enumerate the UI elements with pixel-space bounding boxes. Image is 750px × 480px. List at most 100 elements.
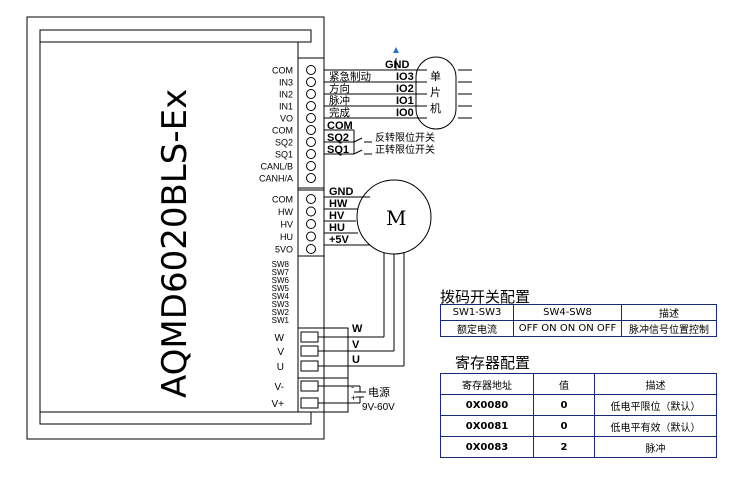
hall-hw-label: HW — [329, 198, 348, 210]
power-plus-label: + — [351, 393, 356, 403]
table-row: 寄存器地址 值 描述 — [440, 373, 717, 395]
terminal-screw — [306, 89, 316, 99]
phase-wiring — [318, 252, 405, 367]
direction-label: 方向 — [329, 82, 350, 95]
reverse-limit-label: 反转限位开关 — [375, 131, 435, 144]
hall-5v-label: +5V — [329, 234, 350, 246]
dip-switch-label: SW3 — [272, 300, 290, 309]
terminal-screw — [306, 125, 316, 135]
pulse-label: 脉冲 — [329, 94, 350, 107]
reg-cell-desc: 低电平有效（默认） — [594, 415, 717, 437]
mcu-char-2: 片 — [430, 86, 441, 99]
reg-header-address: 寄存器地址 — [440, 373, 534, 395]
dip-switch-label: SW7 — [272, 268, 290, 277]
power-terminal-label: W — [275, 333, 285, 344]
motor-label: M — [386, 206, 406, 230]
dip-header-sw1-3: SW1-SW3 — [440, 304, 514, 321]
table-row: 额定电流 OFF ON ON ON OFF 脉冲信号位置控制 — [440, 320, 717, 337]
reg-cell-value: 2 — [533, 436, 595, 458]
dip-switch-label: SW4 — [272, 292, 290, 301]
reg-cell-address: 0X0080 — [440, 394, 534, 416]
mcu-char-3: 机 — [430, 101, 441, 115]
io3-label: IO3 — [396, 71, 414, 83]
table-row: 0X0081 0 低电平有效（默认） — [440, 415, 717, 437]
hall-hv-label: HV — [329, 210, 345, 222]
terminal-screw — [306, 173, 316, 183]
mcu-wiring — [324, 56, 472, 130]
power-terminal-label: V+ — [271, 399, 284, 410]
dip-cell-current: 额定电流 — [440, 320, 514, 337]
dip-switch-label: SW8 — [272, 260, 290, 269]
dip-table-title: 拨码开关配置 — [440, 288, 531, 306]
reg-cell-desc: 脉冲 — [594, 436, 717, 458]
io2-label: IO2 — [396, 83, 414, 95]
hall-hu-label: HU — [329, 222, 345, 234]
dip-cell-desc: 脉冲信号位置控制 — [621, 320, 717, 337]
terminal-label: IN2 — [279, 90, 293, 100]
terminal-screw — [306, 206, 316, 217]
terminal-label: VO — [280, 114, 293, 124]
terminal-label: SQ2 — [275, 138, 293, 148]
hall-terminal-label: 5VO — [275, 245, 293, 255]
terminal-label: SQ1 — [275, 150, 293, 160]
register-config-table: 寄存器地址 值 描述 0X0080 0 低电平限位（默认） 0X0081 0 低… — [440, 373, 717, 458]
power-terminal-label: V- — [275, 382, 284, 393]
power-terminal-slot — [300, 360, 319, 372]
power-label: 电源 — [368, 385, 390, 399]
power-terminal-slot — [300, 380, 319, 392]
terminal-screw — [306, 137, 316, 147]
dip-switch-label: SW5 — [272, 284, 290, 293]
terminal-screw — [306, 161, 316, 171]
register-table-title: 寄存器配置 — [455, 354, 531, 372]
hall-gnd-label: GND — [329, 186, 354, 198]
power-terminal-block — [297, 327, 349, 413]
emergency-stop-label: 紧急制动 — [329, 70, 371, 83]
terminal-screw — [306, 101, 316, 111]
table-row: SW1-SW3 SW4-SW8 描述 — [440, 304, 717, 321]
terminal-screw — [306, 65, 316, 75]
reg-cell-value: 0 — [533, 394, 595, 416]
hall-terminal-label: HU — [280, 232, 293, 242]
terminal-label: COM — [272, 126, 293, 136]
dip-switch-label: SW1 — [272, 316, 290, 325]
hall-terminal-label: HV — [280, 220, 293, 230]
terminal-screw — [306, 113, 316, 123]
mcu-char-1: 单 — [430, 70, 441, 83]
limit-com-label: COM — [327, 120, 353, 132]
dip-switch-label: SW6 — [272, 276, 290, 285]
terminal-screw — [306, 149, 316, 159]
terminal-screw — [306, 244, 316, 254]
terminal-label: CANH/A — [259, 174, 293, 184]
power-terminal-slot — [300, 331, 319, 343]
ground-arrow-icon — [393, 47, 399, 53]
model-label: AQMD6020BLS-Ex — [155, 89, 195, 398]
power-minus-label: - — [351, 382, 354, 392]
terminal-label: IN1 — [279, 102, 293, 112]
reg-cell-value: 0 — [533, 415, 595, 437]
phase-u-label: U — [352, 354, 360, 366]
power-terminal-label: U — [277, 362, 284, 373]
power-terminal-slot — [300, 345, 319, 357]
terminal-screw — [306, 194, 316, 204]
power-wiring — [318, 385, 366, 404]
terminal-screw — [306, 231, 316, 242]
dip-cell-switches: OFF ON ON ON OFF — [513, 320, 622, 337]
mcu-box — [415, 56, 457, 130]
table-row: 0X0080 0 低电平限位（默认） — [440, 394, 717, 416]
reg-header-value: 值 — [533, 373, 595, 395]
terminal-screw — [306, 219, 316, 229]
power-terminal-slot — [300, 397, 319, 409]
power-terminal-label: V — [277, 347, 284, 358]
done-label: 完成 — [329, 106, 350, 119]
hall-terminal-label: HW — [278, 207, 293, 217]
terminal-label: CANL/B — [260, 162, 293, 172]
phase-w-label: W — [352, 323, 363, 335]
terminal-screw — [306, 77, 316, 87]
table-row: 0X0083 2 脉冲 — [440, 436, 717, 458]
power-range-label: 9V-60V — [362, 402, 395, 413]
limit-sq1-label: SQ1 — [327, 144, 349, 156]
